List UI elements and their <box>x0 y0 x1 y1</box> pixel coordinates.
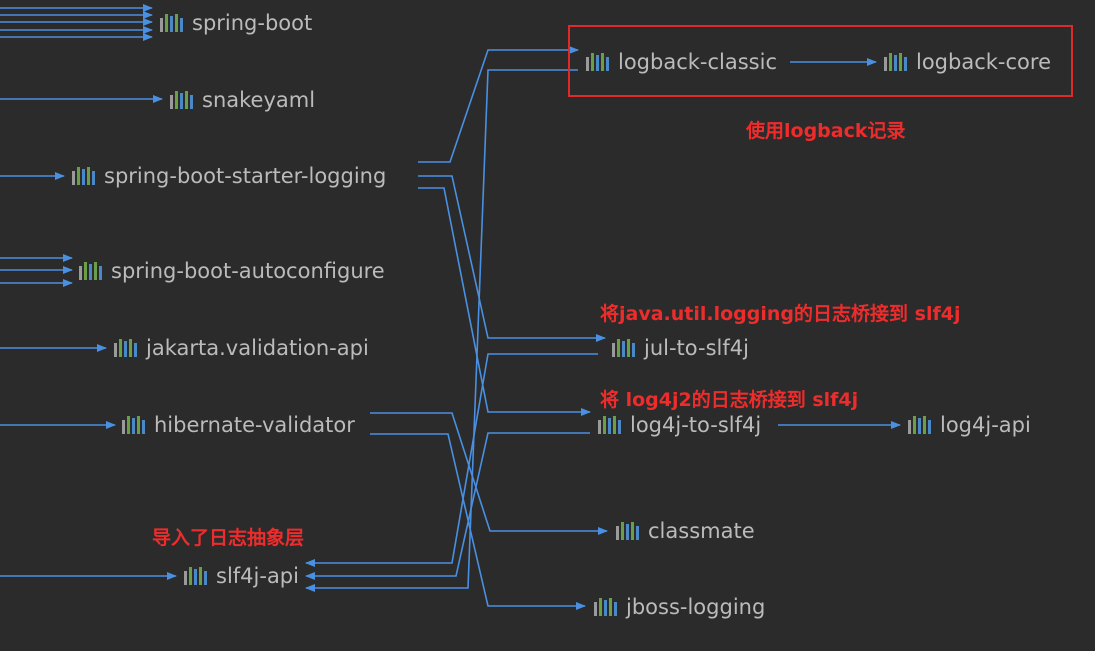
edge-hibernate-jboss <box>370 433 586 610</box>
library-bars-icon <box>598 416 621 434</box>
node-hibernate-validator[interactable]: hibernate-validator <box>120 411 355 439</box>
library-bars-icon <box>594 598 617 616</box>
node-label: jboss-logging <box>626 595 766 619</box>
library-bars-icon <box>586 53 609 71</box>
edge-hibernate-classmate <box>370 412 608 535</box>
edge-log4j-slf4j <box>305 432 590 580</box>
node-jul-to-slf4j[interactable]: jul-to-slf4j <box>610 334 749 362</box>
edge-logback-slf4j <box>305 69 578 592</box>
library-bars-icon <box>122 416 145 434</box>
annotation-jul: 将java.util.logging的日志桥接到 slf4j <box>600 303 961 325</box>
annotation-logback: 使用logback记录 <box>746 120 906 142</box>
annotation-slf4j: 导入了日志抽象层 <box>152 527 305 549</box>
library-bars-icon <box>908 416 931 434</box>
library-bars-icon <box>184 567 207 585</box>
node-log4j-api[interactable]: log4j-api <box>906 411 1031 439</box>
node-logback-classic[interactable]: logback-classic <box>584 48 777 76</box>
library-bars-icon <box>79 262 102 280</box>
edge-starter-jul <box>418 175 606 342</box>
node-classmate[interactable]: classmate <box>614 517 755 545</box>
node-log4j-to-slf4j[interactable]: log4j-to-slf4j <box>596 411 761 439</box>
annotation-log4j: 将 log4j2的日志桥接到 slf4j <box>600 389 859 411</box>
node-spring-boot[interactable]: spring-boot <box>158 9 312 37</box>
library-bars-icon <box>114 339 137 357</box>
node-slf4j-api[interactable]: slf4j-api <box>182 562 299 590</box>
node-label: slf4j-api <box>216 564 299 588</box>
node-label: hibernate-validator <box>154 413 355 437</box>
library-bars-icon <box>612 339 635 357</box>
library-bars-icon <box>616 522 639 540</box>
library-bars-icon <box>170 91 193 109</box>
node-spring-boot-autoconfigure[interactable]: spring-boot-autoconfigure <box>77 257 385 285</box>
edge-starter-logback <box>418 46 579 163</box>
node-label: jakarta.validation-api <box>146 336 369 360</box>
library-bars-icon <box>72 167 95 185</box>
logback-highlight-box <box>568 25 1073 97</box>
node-label: spring-boot <box>192 11 313 35</box>
library-bars-icon <box>884 53 907 71</box>
node-jboss-logging[interactable]: jboss-logging <box>592 593 765 621</box>
node-label: logback-classic <box>618 50 778 74</box>
node-label: log4j-to-slf4j <box>630 413 762 437</box>
library-bars-icon <box>160 14 183 32</box>
edge-jul-slf4j <box>305 353 598 567</box>
node-snakeyaml[interactable]: snakeyaml <box>168 86 315 114</box>
node-label: spring-boot-starter-logging <box>104 164 387 188</box>
node-jakarta-validation-api[interactable]: jakarta.validation-api <box>112 334 369 362</box>
node-label: spring-boot-autoconfigure <box>111 259 385 283</box>
node-logback-core[interactable]: logback-core <box>882 48 1051 76</box>
node-label: snakeyaml <box>202 88 316 112</box>
node-label: jul-to-slf4j <box>644 336 749 360</box>
node-spring-boot-starter-logging[interactable]: spring-boot-starter-logging <box>70 162 386 190</box>
node-label: classmate <box>648 519 755 543</box>
node-label: logback-core <box>916 50 1051 74</box>
node-label: log4j-api <box>940 413 1031 437</box>
edge-starter-log4j <box>418 187 591 416</box>
